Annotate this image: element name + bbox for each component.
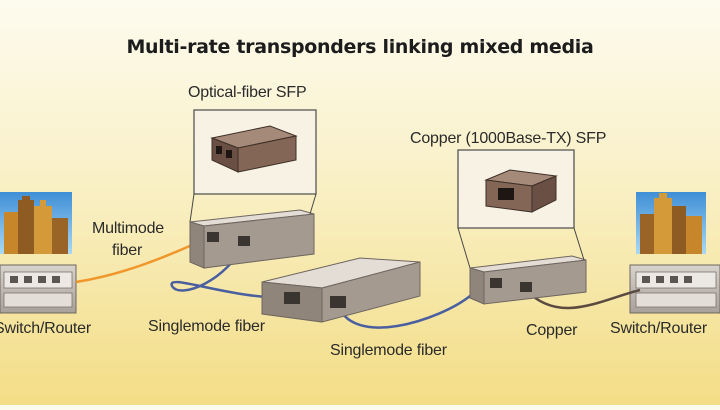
right-switch-router — [629, 264, 720, 314]
copper-label: Copper — [526, 322, 578, 339]
copper-cable — [525, 288, 641, 310]
singlemode-center-label: Singlemode fiber — [330, 342, 447, 359]
copper-sfp-label: Copper (1000Base-TX) SFP — [410, 130, 607, 147]
optical-sfp-label: Optical-fiber SFP — [188, 84, 307, 101]
multimode-label-line2: fiber — [112, 242, 143, 259]
multimode-label-line1: Multimode — [92, 220, 165, 237]
center-transponder — [261, 257, 421, 323]
switch-router-left-label: Switch/Router — [0, 320, 91, 337]
left-transponder — [189, 209, 315, 269]
right-building-icon — [636, 192, 706, 254]
optical-sfp-module-icon — [210, 125, 298, 173]
singlemode-left-label: Singlemode fiber — [148, 318, 265, 335]
left-building-icon — [0, 192, 72, 254]
copper-sfp-callout — [457, 149, 585, 269]
left-switch-router — [0, 264, 77, 314]
diagram-title: Multi-rate transponders linking mixed me… — [126, 36, 594, 58]
copper-sfp-module-icon — [484, 169, 558, 213]
switch-router-right-label: Switch/Router — [610, 320, 707, 337]
singlemode-fiber-cable-left — [170, 242, 297, 300]
right-transponder — [469, 255, 587, 305]
optical-sfp-callout — [189, 109, 317, 223]
